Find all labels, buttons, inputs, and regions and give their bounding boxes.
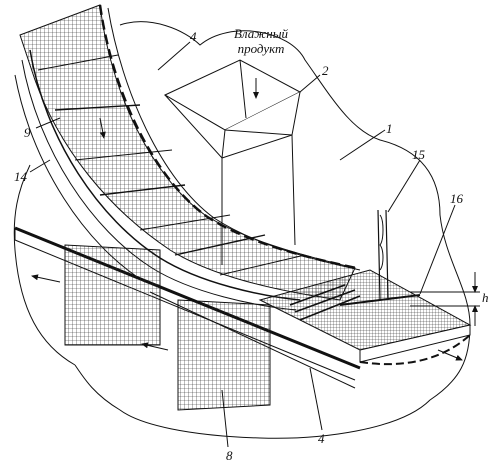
- label-1: 1: [386, 121, 393, 136]
- label-4-top: 4: [190, 29, 197, 44]
- label-h: h: [482, 290, 489, 305]
- label-4-bottom: 4: [318, 431, 325, 446]
- label-2: 2: [322, 63, 329, 78]
- label-9: 9: [24, 125, 31, 140]
- side-rail-outer: [107, 7, 361, 271]
- label-15: 15: [412, 147, 425, 162]
- belt-direction-arrow: [99, 117, 106, 139]
- filter-panel-right: [177, 299, 271, 411]
- filter-panel-left: [64, 244, 161, 346]
- label-16: 16: [450, 191, 463, 206]
- wet-product-caption: Влажный продукт: [226, 26, 296, 56]
- caption-line-2: продукт: [237, 41, 285, 56]
- housing-outline: [74, 21, 471, 439]
- discharge-arrow: [437, 349, 463, 361]
- flow-arrow-mid: [141, 342, 169, 351]
- distributor-post: [377, 209, 389, 301]
- label-14: 14: [14, 169, 27, 184]
- label-8: 8: [226, 448, 233, 463]
- flow-arrow-left: [31, 274, 61, 283]
- caption-line-1: Влажный: [233, 26, 289, 41]
